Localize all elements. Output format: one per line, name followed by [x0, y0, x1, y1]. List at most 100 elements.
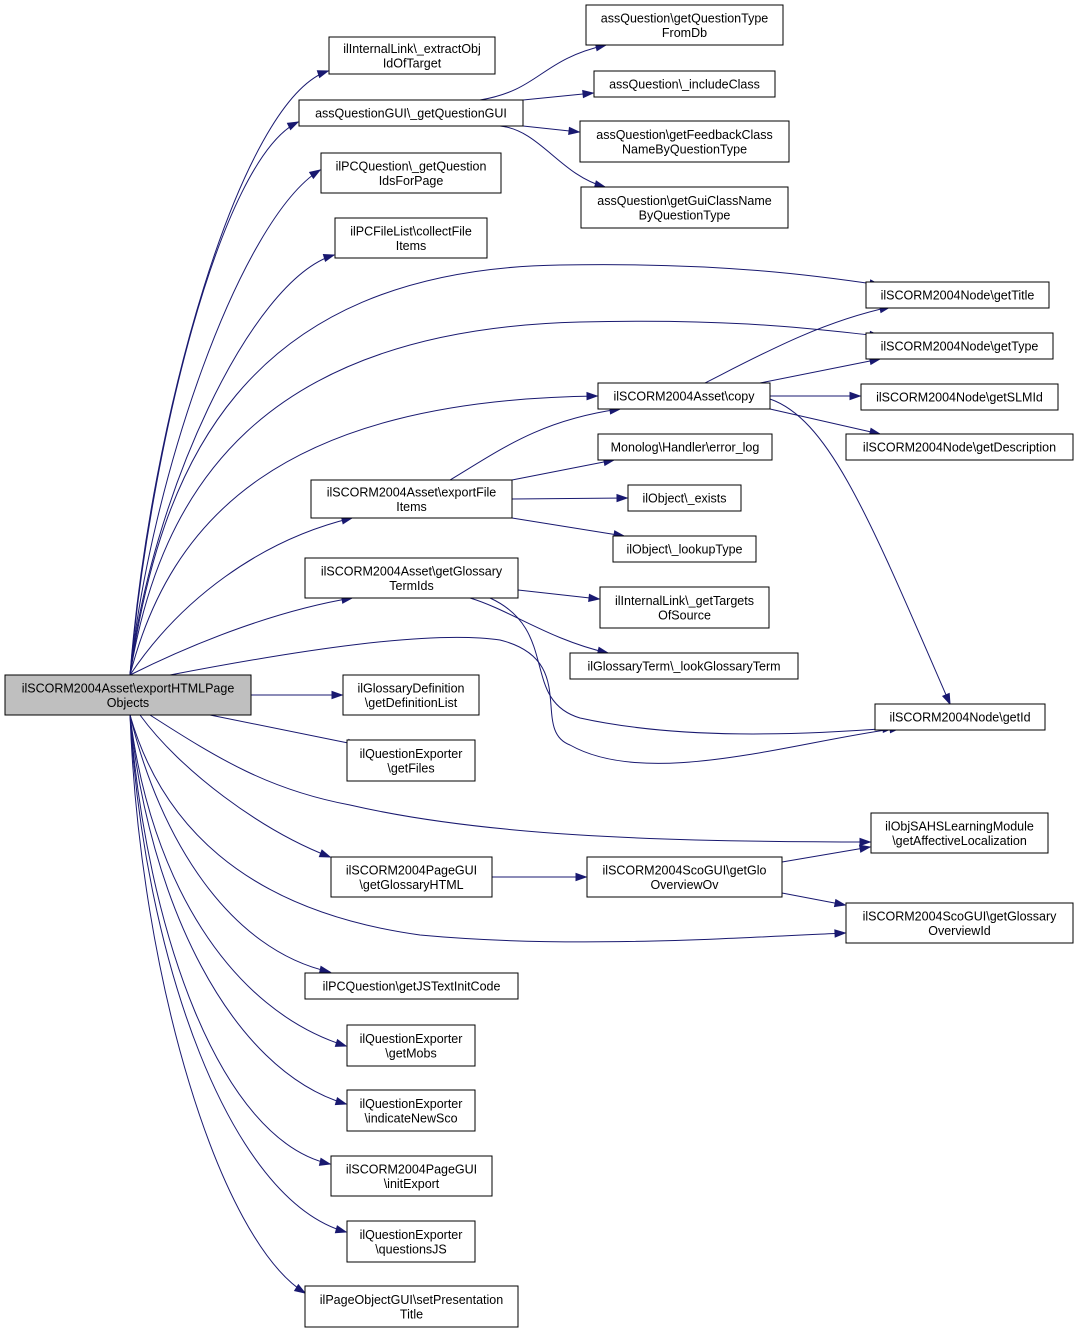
node-label: \getAffectiveLocalization	[892, 834, 1027, 848]
node-getType[interactable]: ilSCORM2004Node\getType	[865, 332, 1054, 360]
node-box	[298, 99, 524, 127]
node-label: ilGlossaryDefinition	[358, 681, 465, 695]
node-label: OfSource	[658, 608, 711, 622]
node-box	[845, 433, 1074, 461]
node-getId[interactable]: ilSCORM2004Node\getId	[874, 703, 1046, 731]
edge-line	[129, 714, 306, 1294]
edge-line	[129, 714, 846, 943]
node-box	[593, 70, 776, 98]
node-includeClass[interactable]: assQuestion\_includeClass	[593, 70, 776, 98]
arrow-head-icon	[293, 1283, 307, 1294]
edge-line	[129, 714, 331, 1165]
node-label: ilSCORM2004PageGUI	[346, 1162, 477, 1176]
node-getDefinitionList[interactable]: ilGlossaryDefinition\getDefinitionList	[342, 674, 480, 716]
node-label: ilSCORM2004Node\getTitle	[881, 289, 1035, 303]
node-box	[346, 739, 476, 782]
edge-getQuestionGUI-to-includeClass	[522, 89, 595, 101]
node-lookupType[interactable]: ilObject\_lookupType	[612, 535, 757, 563]
node-label: ilSCORM2004Node\getDescription	[863, 441, 1056, 455]
node-label: FromDb	[662, 26, 707, 40]
arrow-head-icon	[834, 929, 847, 938]
node-initExport[interactable]: ilSCORM2004PageGUI\initExport	[330, 1155, 493, 1197]
node-getSLMId[interactable]: ilSCORM2004Node\getSLMId	[860, 383, 1059, 411]
node-copy[interactable]: ilSCORM2004Asset\copy	[597, 382, 771, 410]
edge-root-to-getQuestionIdsForPage	[129, 169, 322, 676]
node-getQuestionGUI[interactable]: assQuestionGUI\_getQuestionGUI	[298, 99, 524, 127]
edge-root-to-collectFileItems	[129, 253, 336, 676]
node-getFiles[interactable]: ilQuestionExporter\getFiles	[346, 739, 476, 782]
node-box	[585, 4, 784, 46]
arrow-head-icon	[859, 837, 872, 847]
edge-line	[769, 398, 951, 705]
edge-line	[511, 517, 625, 537]
node-label: IdsForPage	[379, 174, 444, 188]
node-label: \indicateNewSco	[364, 1111, 457, 1125]
node-getFeedbackClass[interactable]: assQuestion\getFeedbackClassNameByQuesti…	[579, 120, 790, 163]
node-indicateNewSco[interactable]: ilQuestionExporter\indicateNewSco	[346, 1089, 476, 1132]
edge-line	[129, 517, 353, 676]
arrow-head-icon	[334, 1097, 348, 1106]
node-box	[597, 382, 771, 410]
edge-root-to-indicateNewSco	[129, 714, 348, 1106]
edge-getGlossaryHTML-to-getGloOverviewOv	[492, 872, 588, 882]
node-label: ilSCORM2004Node\getSLMId	[876, 391, 1043, 405]
edge-line	[522, 92, 594, 101]
edge-line	[781, 846, 871, 863]
node-label: ilQuestionExporter	[360, 1097, 463, 1111]
node-box	[4, 674, 252, 716]
edge-root-to-getDefinitionList	[251, 690, 344, 700]
node-lookGlossaryTerm[interactable]: ilGlossaryTerm\_lookGlossaryTerm	[569, 652, 799, 680]
node-box	[580, 186, 789, 229]
edges-layer	[129, 43, 951, 1294]
edge-root-to-setPresentationTitle	[129, 714, 307, 1294]
node-getTitle[interactable]: ilSCORM2004Node\getTitle	[865, 281, 1050, 309]
node-label: ilPCQuestion\_getQuestion	[336, 159, 487, 173]
node-getAffectiveLocalization[interactable]: ilObjSAHSLearningModule\getAffectiveLoca…	[870, 812, 1049, 854]
edge-line	[769, 408, 881, 435]
node-box	[597, 433, 773, 461]
node-label: Items	[396, 500, 427, 514]
node-errorLog[interactable]: Monolog\Handler\error_log	[597, 433, 773, 461]
edge-getGlossaryTermIds-to-getTargetsOfSource	[517, 589, 601, 603]
edge-line	[129, 714, 331, 973]
edge-copy-to-getType	[759, 356, 882, 384]
node-label: ilObjSAHSLearningModule	[885, 819, 1034, 833]
arrow-head-icon	[308, 169, 322, 180]
node-label: ilGlossaryTerm\_lookGlossaryTerm	[587, 660, 780, 674]
node-box	[346, 1024, 476, 1067]
node-label: ilSCORM2004ScoGUI\getGlo	[603, 863, 767, 877]
node-box	[599, 586, 770, 629]
edge-line	[129, 714, 347, 1105]
edge-copy-to-getTitle	[704, 305, 892, 384]
node-getJSTextInitCode[interactable]: ilPCQuestion\getJSTextInitCode	[304, 972, 519, 1000]
node-label: ilSCORM2004Node\getType	[881, 340, 1039, 354]
node-label: ilInternalLink\_getTargets	[615, 594, 754, 608]
node-label: \getGlossaryHTML	[359, 878, 463, 892]
node-label: ilPageObjectGUI\setPresentation	[320, 1293, 503, 1307]
node-box	[304, 557, 519, 599]
node-exists[interactable]: ilObject\_exists	[627, 484, 742, 512]
edge-line	[499, 125, 606, 188]
node-questionsJS[interactable]: ilQuestionExporter\questionsJS	[346, 1220, 476, 1263]
arrow-head-icon	[586, 391, 599, 401]
edge-line	[129, 70, 329, 676]
edge-copy-to-getSLMId	[770, 391, 862, 401]
edge-line	[704, 306, 891, 384]
node-getGuiClassName[interactable]: assQuestion\getGuiClassNameByQuestionTyp…	[580, 186, 789, 229]
node-getMobs[interactable]: ilQuestionExporter\getMobs	[346, 1024, 476, 1067]
node-label: Monolog\Handler\error_log	[611, 441, 760, 455]
node-box	[320, 152, 502, 194]
node-getDescription[interactable]: ilSCORM2004Node\getDescription	[845, 433, 1074, 461]
node-getGlossaryHTML[interactable]: ilSCORM2004PageGUI\getGlossaryHTML	[330, 856, 493, 898]
